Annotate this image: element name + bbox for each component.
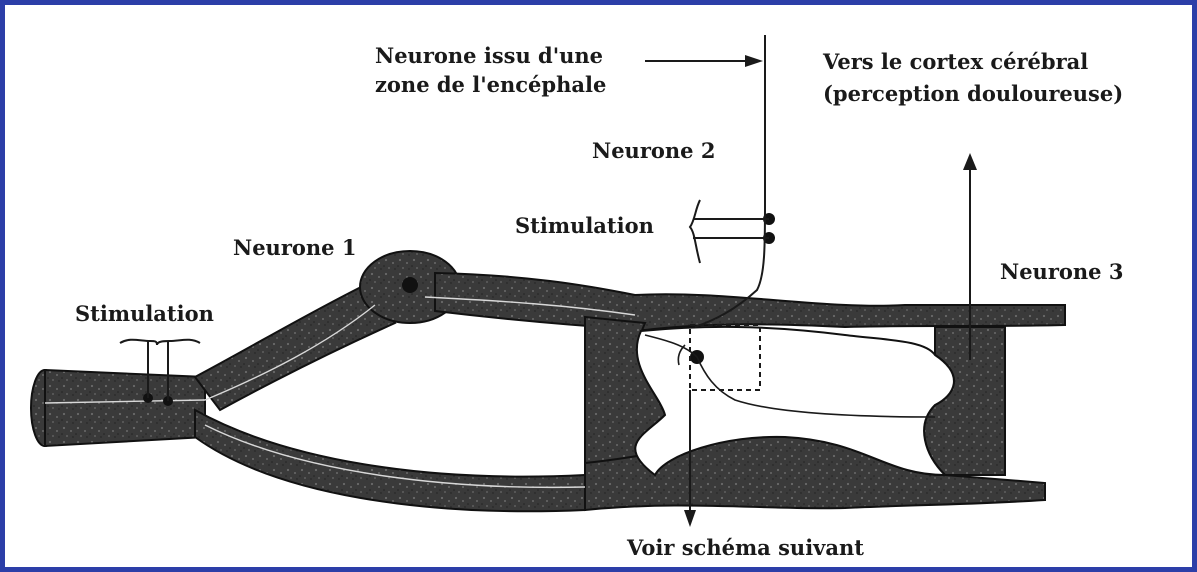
label-encephale-line2: zone de l'encéphale	[375, 72, 606, 98]
neurone-2-axon	[695, 35, 765, 327]
label-cortex-line2: (perception douloureuse)	[823, 81, 1123, 107]
label-cortex-line1: Vers le cortex cérébral	[823, 49, 1088, 75]
nerve-tissue	[31, 251, 1065, 511]
label-encephale-line1: Neurone issu d'une	[375, 43, 603, 69]
label-stimulation-left: Stimulation	[75, 301, 214, 327]
label-neurone-1: Neurone 1	[233, 235, 356, 261]
label-neurone-3: Neurone 3	[1000, 259, 1123, 285]
label-neurone-2: Neurone 2	[592, 138, 715, 164]
label-stimulation-top: Stimulation	[515, 213, 654, 239]
stimulation-electrodes-top	[690, 200, 769, 263]
label-voir-schema: Voir schéma suivant	[627, 535, 864, 561]
encephale-pointer-arrow	[645, 55, 763, 67]
